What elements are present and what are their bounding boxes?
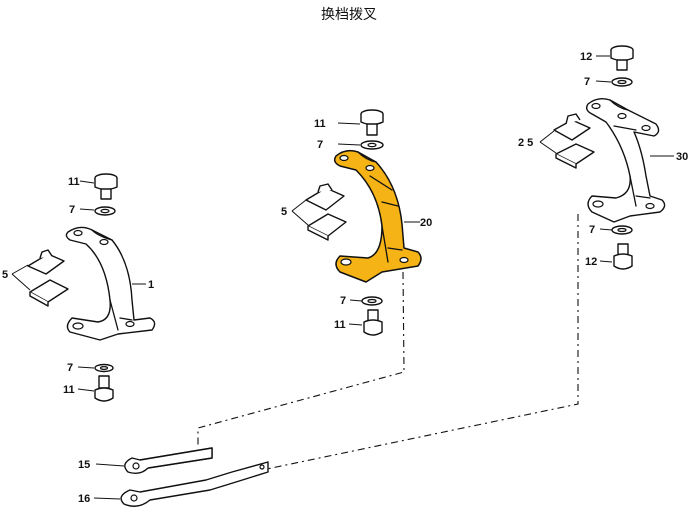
- rail-upper: [124, 447, 213, 475]
- callout-pads-left: 5: [2, 269, 8, 281]
- fork-center-group: 11 7 5: [281, 109, 432, 336]
- callout-washer-top-center: 7: [317, 139, 323, 151]
- pads-left: [27, 249, 69, 307]
- bolt-bottom-center: [363, 309, 383, 336]
- rails-group: 15 16: [78, 447, 269, 507]
- callout-fork-left: 1: [148, 279, 154, 291]
- bolt-top-left: [94, 173, 118, 200]
- assembly-lines: [197, 214, 579, 471]
- callout-bolt-bottom-right: 12: [585, 256, 597, 268]
- callout-pads-right: 2 5: [518, 137, 533, 149]
- pads-right: [553, 113, 595, 169]
- bolt-top-right: [610, 45, 634, 71]
- callout-washer-bottom-center: 7: [340, 295, 346, 307]
- callout-fork-right: 30: [676, 151, 688, 163]
- callout-fork-center: 20: [420, 217, 432, 229]
- callout-bolt-bottom-left: 11: [63, 384, 75, 396]
- diagram-title: 换档拨叉: [321, 7, 377, 23]
- fork-right-part: [585, 97, 666, 223]
- callout-washer-bottom-right: 7: [589, 224, 595, 236]
- fork-left-group: 11 7 5: [2, 173, 156, 402]
- rail-lower: [120, 461, 269, 507]
- fork-left-part: [65, 226, 156, 341]
- callout-washer-bottom-left: 7: [67, 362, 73, 374]
- callout-washer-top-right: 7: [584, 76, 590, 88]
- callout-rail-upper: 15: [78, 459, 90, 471]
- callout-rail-lower: 16: [78, 493, 90, 505]
- fork-center-part: [333, 149, 422, 283]
- callout-pads-center: 5: [281, 206, 287, 218]
- washer-bottom-right: [611, 225, 633, 235]
- bolt-top-center: [360, 109, 384, 136]
- callout-bolt-bottom-center: 11: [334, 319, 346, 331]
- washer-top-right: [611, 77, 633, 87]
- washer-bottom-left: [94, 363, 114, 373]
- pads-center: [305, 183, 347, 241]
- fork-right-group: 12 7 2 5: [518, 45, 688, 270]
- callout-washer-top-left: 7: [69, 204, 75, 216]
- bolt-bottom-right: [613, 243, 633, 270]
- washer-top-left: [94, 206, 116, 216]
- bolt-bottom-left: [94, 375, 114, 402]
- callout-bolt-top-left: 11: [68, 176, 80, 188]
- callout-bolt-top-center: 11: [314, 118, 326, 130]
- washer-bottom-center: [361, 296, 383, 306]
- washer-top-center: [360, 140, 384, 150]
- callout-bolt-top-right: 12: [580, 51, 592, 63]
